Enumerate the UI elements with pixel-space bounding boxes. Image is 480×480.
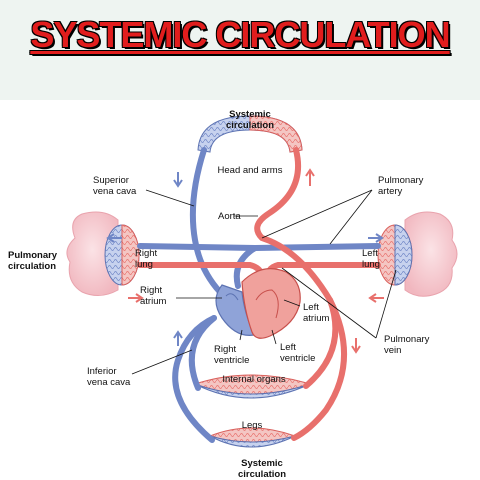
pulmonary-circulation-label-2: circulation: [8, 261, 56, 272]
arrow-left-icon: [368, 293, 384, 303]
pulmonary-artery-label-1: Pulmonary: [378, 175, 424, 186]
arrow-right-icon: [368, 233, 384, 243]
arrow-up-icon: [305, 168, 315, 186]
left-atrium-label-2: atrium: [303, 313, 329, 324]
right-lung-label-2: lung: [135, 259, 153, 270]
page-title: SYSTEMIC CIRCULATION: [30, 14, 450, 55]
systemic-circulation-top-label-1: Systemic: [229, 109, 271, 120]
right-lung-tissue: [66, 211, 119, 296]
arrow-up-icon: [173, 330, 183, 346]
pulmonary-vein-label-1: Pulmonary: [384, 334, 430, 345]
left-ventricle-label-1: Left: [280, 342, 296, 353]
left-lung-label-2: lung: [362, 259, 380, 270]
right-atrium-label-2: atrium: [140, 296, 166, 307]
arrow-left-icon: [106, 233, 122, 243]
left-lung-capillaries: [377, 224, 413, 286]
deoxygenated-vessels: [137, 147, 381, 443]
superior-vena-cava-vessel: [189, 147, 223, 295]
arrow-down-icon: [351, 338, 361, 354]
right-ventricle-label-1: Right: [214, 344, 237, 355]
systemic-circulation-bottom-label-1: Systemic: [241, 458, 283, 469]
inferior-vena-cava-label-2: vena cava: [87, 377, 131, 388]
inferior-vena-cava-label-1: Inferior: [87, 366, 117, 377]
legs-vein-vessel: [172, 315, 217, 443]
heart: [215, 268, 301, 339]
right-lung-capillaries: [104, 224, 140, 286]
left-lung-tissue: [404, 211, 458, 297]
left-atrium-label-1: Left: [303, 302, 319, 313]
pulmonary-artery-left-vessel: [252, 243, 381, 251]
systemic-circulation-top-label-2: circulation: [226, 120, 274, 131]
leader-lines: [131, 189, 397, 375]
left-lung-label-1: Left: [362, 248, 378, 259]
pulmonary-artery-label-2: artery: [378, 186, 403, 197]
aorta-legs-vessel: [291, 297, 347, 441]
arrow-right-icon: [128, 293, 144, 303]
right-lung-label-1: Right: [135, 248, 158, 259]
superior-vena-cava-label-1: Superior: [93, 175, 129, 186]
arrow-down-icon: [173, 172, 183, 188]
labels: Systemic circulation Head and arms Super…: [8, 109, 430, 480]
left-ventricle-label-2: ventricle: [280, 353, 315, 364]
right-atrium-label-1: Right: [140, 285, 163, 296]
head-arms-label: Head and arms: [218, 165, 283, 176]
pulmonary-vein-right-vessel: [137, 262, 265, 281]
pulmonary-circulation-label-1: Pulmonary: [8, 250, 58, 261]
systemic-circulation-bottom-label-2: circulation: [238, 469, 286, 480]
right-ventricle-label-2: ventricle: [214, 355, 249, 366]
aorta-label: Aorta: [218, 211, 241, 222]
pulmonary-vein-label-2: vein: [384, 345, 401, 356]
title-banner: SYSTEMIC CIRCULATION: [0, 0, 480, 100]
internal-organs-label: Internal organs: [222, 374, 286, 385]
legs-label: Legs: [242, 420, 263, 431]
aorta-arch-vessel: [254, 147, 339, 389]
superior-vena-cava-label-2: vena cava: [93, 186, 137, 197]
flow-arrows: [106, 168, 384, 354]
